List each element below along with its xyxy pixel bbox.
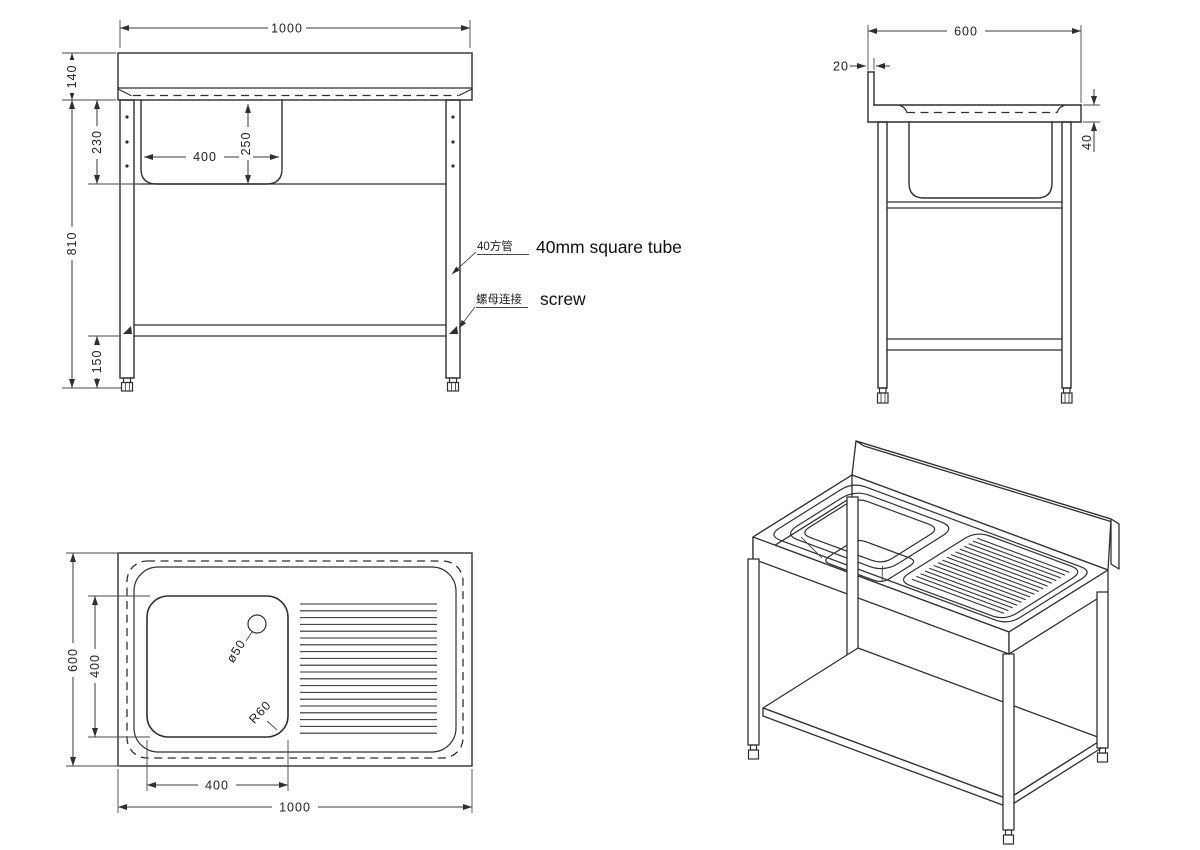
iso-rear-left-leg	[846, 496, 859, 661]
iso-drainboard	[902, 533, 1079, 619]
iso-front-left-leg	[747, 558, 760, 760]
side-elevation-view: 600 20 40	[833, 24, 1100, 404]
plan-dim-width-label: 1000	[279, 801, 311, 815]
sink-bowl-side-profile	[908, 121, 1053, 199]
iso-undershelf	[762, 647, 1104, 808]
front-right-foot	[446, 377, 460, 392]
front-annotations: 40方管 40mm square tube 螺母连接 screw	[451, 237, 682, 329]
dim-splash-thickness-label: 20	[833, 60, 849, 74]
iso-top-rim	[773, 484, 1088, 623]
iso-backsplash	[851, 440, 1120, 571]
front-elevation-view: 1000 140 230 810 150 400 250 40方管 40mm s…	[62, 20, 682, 392]
dim-top-height-label: 140	[65, 65, 79, 89]
iso-drainboard-ribs	[911, 537, 1070, 614]
side-left-foot	[876, 387, 889, 404]
corner-radius-label: R60	[246, 698, 274, 727]
isometric-view	[747, 440, 1120, 845]
sink-bowl-front-profile	[140, 99, 283, 185]
dim-depth-label: 600	[954, 25, 978, 39]
tube-note-en-label: 40mm square tube	[536, 237, 682, 257]
screw-note-zh-label: 螺母连接	[476, 292, 522, 306]
plan-view: 600 400 400 1000 ø50 R60	[66, 552, 473, 815]
tube-note-zh-label: 40方管	[477, 239, 513, 253]
side-dimensions: 600 20 40	[833, 24, 1100, 152]
dim-bowl-width-label: 400	[193, 150, 217, 164]
plan-dim-bowl-depth-label: 400	[88, 654, 102, 678]
iso-rear-right-leg	[1096, 591, 1109, 763]
side-right-leg	[1061, 121, 1072, 389]
dim-bowl-depth-label: 250	[239, 132, 253, 156]
dim-top-thickness-label: 40	[1080, 134, 1094, 150]
side-left-leg	[877, 121, 888, 389]
dim-total-width-label: 1000	[271, 22, 303, 36]
front-structure	[117, 52, 473, 392]
screw-note-en-label: screw	[540, 289, 586, 309]
sink-bowl-plan	[146, 595, 289, 738]
plan-dimensions: 600 400 400 1000 ø50 R60	[66, 552, 473, 815]
front-dimensions: 1000 140 230 810 150 400 250	[62, 20, 471, 389]
side-structure	[867, 71, 1082, 404]
screw-mark-right	[449, 326, 458, 334]
plan-structure	[117, 552, 473, 767]
hidden-rim-plan	[126, 560, 464, 759]
worktop-outline	[117, 552, 473, 767]
plan-dim-bowl-width-label: 400	[205, 779, 229, 793]
raised-rim	[133, 566, 457, 753]
plan-dim-depth-label: 600	[66, 648, 80, 672]
dim-foot-clearance-label: 150	[90, 350, 104, 374]
side-right-foot	[1060, 387, 1073, 404]
drain-diameter-label: ø50	[224, 637, 249, 665]
dim-bowl-zone-height-label: 230	[90, 130, 104, 154]
iso-front-right-leg	[1002, 653, 1015, 845]
dim-total-height-label: 810	[65, 232, 79, 256]
front-left-foot	[120, 377, 134, 392]
screw-mark-left	[123, 326, 132, 334]
drainboard-ribs	[300, 603, 437, 734]
drain-hole	[247, 614, 267, 634]
